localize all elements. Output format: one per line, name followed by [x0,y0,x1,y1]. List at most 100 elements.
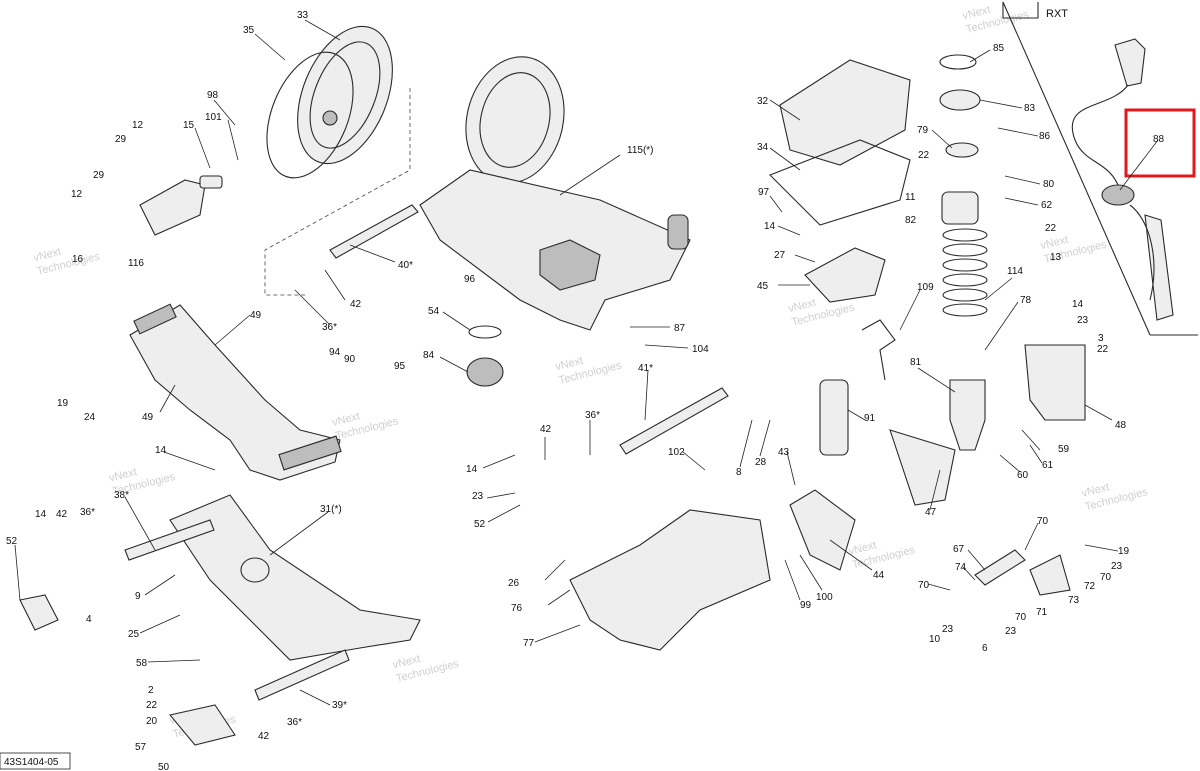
callout-36: 36* [585,410,600,421]
part-31-swingarm [169,494,421,661]
part-50-bracket [168,704,236,746]
callout-23: 23 [1005,626,1017,637]
callout-101: 101 [205,112,222,123]
callout-14: 14 [35,509,47,520]
callout-80: 80 [1043,179,1055,190]
callout-32: 32 [757,96,769,107]
callout-90: 90 [344,354,356,365]
callout-102: 102 [668,447,685,458]
callout-77: 77 [523,638,535,649]
spring-coil [942,288,988,302]
part-83-cap [939,89,981,111]
callout-23: 23 [472,491,484,502]
bump-stop [667,214,689,250]
callout-49: 49 [142,412,154,423]
housing-cover-inner [479,72,551,168]
callout-62: 62 [1041,200,1053,211]
callout-29: 29 [93,170,105,181]
callout-14: 14 [1072,299,1084,310]
callout-87: 87 [674,323,686,334]
callout-10: 10 [929,634,941,645]
part-39-shaft [254,649,350,701]
rxt-variant-inset: RXT [1002,1,1198,336]
callout-33: 33 [297,10,309,21]
callout-31: 31(*) [320,504,342,515]
part-116-bracket [139,179,206,236]
callout-72: 72 [1084,581,1096,592]
callout-94: 94 [329,347,341,358]
callout-116: 116 [128,258,144,269]
callout-45: 45 [757,281,769,292]
callout-34: 34 [757,142,769,153]
callout-59: 59 [1058,444,1070,455]
callout-22: 22 [1045,223,1057,234]
callout-27: 27 [774,250,786,261]
callout-24: 24 [84,412,96,423]
callout-88: 88 [1153,134,1165,145]
callout-22: 22 [146,700,158,711]
callout-96: 96 [464,274,476,285]
callout-42: 42 [258,731,270,742]
part-73-bracket [1029,554,1071,596]
part-47-guard [889,429,956,506]
callout-61: 61 [1042,460,1054,471]
part-40-shaft [329,204,419,259]
callout-76: 76 [511,603,523,614]
part-31-hole [240,557,270,583]
callout-12: 12 [132,120,144,131]
callout-9: 9 [135,591,141,602]
part-91-shock [819,379,849,456]
callout-86: 86 [1039,131,1051,142]
callout-11: 11 [905,192,916,203]
callout-28: 28 [755,457,767,468]
callout-23: 23 [942,624,954,635]
callout-22: 22 [1097,344,1109,355]
callout-13: 13 [1050,252,1062,263]
callout-14: 14 [155,445,167,456]
callout-19: 19 [57,398,69,409]
callout-47: 47 [925,507,937,518]
callout-38: 38* [114,490,129,501]
callout-42: 42 [540,424,552,435]
callout-15: 15 [183,120,195,131]
reference-code: 43S1404-05 [4,757,59,768]
callout-100: 100 [816,592,833,603]
callout-74: 74 [955,562,967,573]
callout-42: 42 [56,509,68,520]
callout-54: 54 [428,306,440,317]
callout-42: 42 [350,299,362,310]
callout-52: 52 [6,536,18,547]
callout-3: 3 [1098,333,1104,344]
callout-104: 104 [692,344,709,355]
callout-36: 36* [287,717,302,728]
callout-84: 84 [423,350,435,361]
callout-12: 12 [71,189,83,200]
callout-60: 60 [1017,470,1029,481]
part-49-grip-rear [278,435,342,471]
rxt-shock-body [1144,214,1174,321]
part-44-bracket [789,489,856,571]
highlight-box-88 [1124,108,1196,178]
callout-44: 44 [873,570,885,581]
callout-43: 43 [778,447,790,458]
part-54-washer [468,325,502,339]
part-84-bumper [466,357,504,387]
inset-tab [1002,2,1039,19]
callout-67: 67 [953,544,965,555]
variant-tag-rxt: RXT [1046,8,1068,20]
callout-49: 49 [250,310,262,321]
callout-98: 98 [207,90,219,101]
callout-25: 25 [128,629,140,640]
callout-70: 70 [1037,516,1049,527]
spring-coil [942,273,988,287]
callout-23: 23 [1111,561,1123,572]
leader-lines [14,19,1159,706]
callout-2: 2 [148,685,154,696]
spring-coil [942,243,988,257]
rxt-cable [1129,204,1155,301]
part-34-plate [769,139,911,226]
callout-50: 50 [158,762,170,771]
callout-114: 114 [1007,266,1023,277]
